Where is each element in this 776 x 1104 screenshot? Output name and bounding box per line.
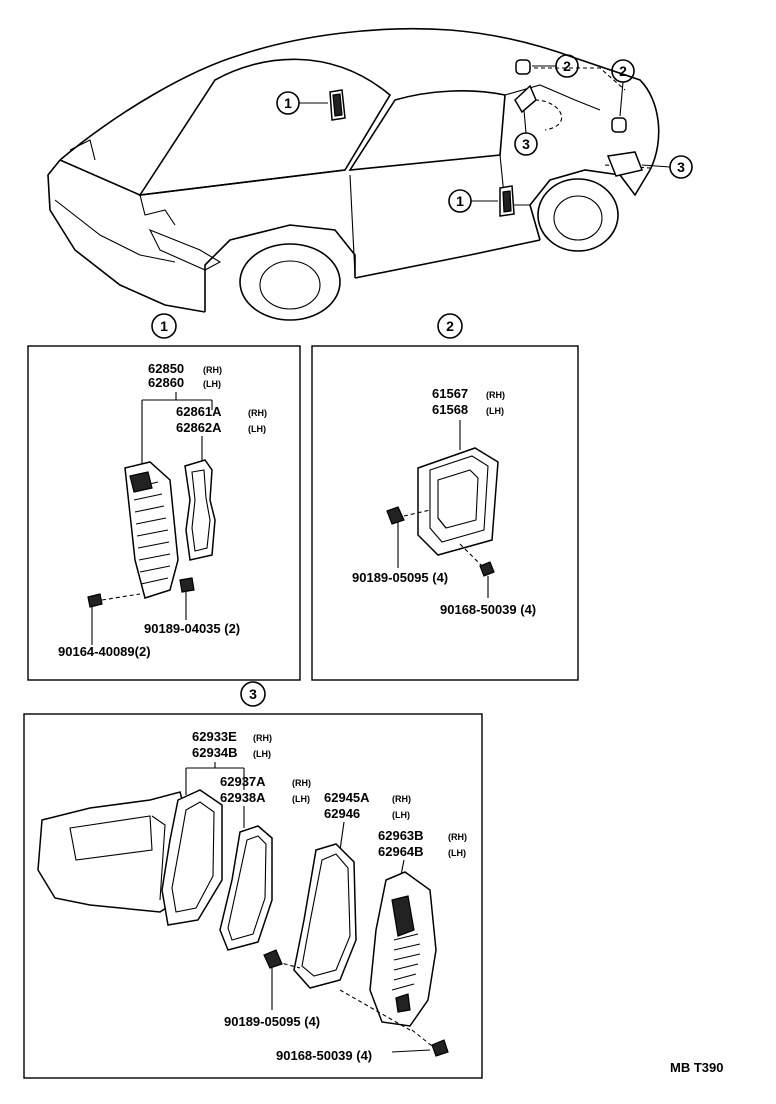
callout-2-rear-left: 2: [532, 54, 579, 78]
section-3-marker: [240, 681, 266, 707]
part-62860: 62860: [148, 375, 184, 390]
section-1: 1 62850 (RH) 62860 (LH) 62861A (RH) 6286…: [27, 313, 301, 681]
part-90168-50039-s3: 90168-50039 (4): [276, 1048, 372, 1063]
section-1-marker: [151, 313, 177, 339]
part-62945a: 62945A: [324, 790, 370, 805]
svg-text:(RH): (RH): [486, 390, 505, 400]
part-62933e: 62933E: [192, 729, 237, 744]
gasket: [219, 825, 273, 951]
screw-icon: [479, 561, 495, 577]
car-illustration: [47, 27, 660, 321]
svg-text:(RH): (RH): [448, 832, 467, 842]
svg-text:(RH): (RH): [292, 778, 311, 788]
callout-1-door: 1: [448, 189, 498, 213]
part-62861a: 62861A: [176, 404, 222, 419]
part-61567: 61567: [432, 386, 468, 401]
part-90168-50039: 90168-50039 (4): [440, 602, 536, 617]
svg-text:(LH): (LH): [392, 810, 410, 820]
callout-2-rear-right: 2: [611, 59, 635, 117]
inner-frame: [293, 843, 357, 989]
section-1-title: 1: [160, 318, 168, 334]
louver-housing: [369, 871, 437, 1027]
svg-text:3: 3: [677, 159, 685, 175]
svg-text:2: 2: [619, 63, 627, 79]
clip-icon: [179, 577, 195, 593]
part-62946: 62946: [324, 806, 360, 821]
vent-grille: [124, 461, 179, 599]
part-90189-05095: 90189-05095 (4): [352, 570, 448, 585]
housing: [417, 447, 499, 556]
svg-text:(LH): (LH): [253, 749, 271, 759]
svg-text:(RH): (RH): [248, 408, 267, 418]
callout-1-top: 1: [276, 91, 328, 115]
clip-icon: [386, 506, 405, 525]
part-62963b: 62963B: [378, 828, 424, 843]
part-62964b: 62964B: [378, 844, 424, 859]
svg-text:3: 3: [522, 136, 530, 152]
part-62938a: 62938A: [220, 790, 266, 805]
part-90164-40089: 90164-40089(2): [58, 644, 151, 659]
svg-text:1: 1: [284, 95, 292, 111]
svg-text:1: 1: [456, 193, 464, 209]
svg-text:(LH): (LH): [248, 424, 266, 434]
section-3-title: 3: [249, 686, 257, 702]
svg-text:(RH): (RH): [253, 733, 272, 743]
svg-text:(RH): (RH): [392, 794, 411, 804]
section-2-title: 2: [446, 318, 454, 334]
screw-icon: [431, 1039, 449, 1057]
part-90189-04035: 90189-04035 (2): [144, 621, 240, 636]
svg-text:(LH): (LH): [486, 406, 504, 416]
part-90189-05095-s3: 90189-05095 (4): [224, 1014, 320, 1029]
diagram-code: MB T390: [670, 1060, 723, 1075]
section-1-frame: [27, 345, 301, 681]
part-62850: 62850: [148, 361, 184, 376]
section-3-frame: [23, 713, 483, 1079]
section-2-frame: [311, 345, 579, 681]
part-62937a: 62937A: [220, 774, 266, 789]
part-62862a: 62862A: [176, 420, 222, 435]
section-3: 3 62933E (RH) 62934B (LH) 62937A (RH) 62…: [23, 681, 483, 1079]
part-61568: 61568: [432, 402, 468, 417]
svg-text:(LH): (LH): [292, 794, 310, 804]
clip-icon: [263, 949, 283, 969]
svg-text:(RH): (RH): [203, 365, 222, 375]
svg-text:2: 2: [563, 58, 571, 74]
svg-text:(LH): (LH): [448, 848, 466, 858]
callout-3-rear-left: 3: [514, 109, 538, 156]
section-2-marker: [437, 313, 463, 339]
screw-icon: [87, 593, 103, 608]
vent-gasket: [184, 459, 216, 561]
part-62934b: 62934B: [192, 745, 238, 760]
svg-text:(LH): (LH): [203, 379, 221, 389]
bezel: [161, 789, 223, 926]
callout-3-rear-right: 3: [641, 155, 693, 179]
section-2: 2 61567 (RH) 61568 (LH) 90189-05095 (4) …: [311, 313, 579, 681]
